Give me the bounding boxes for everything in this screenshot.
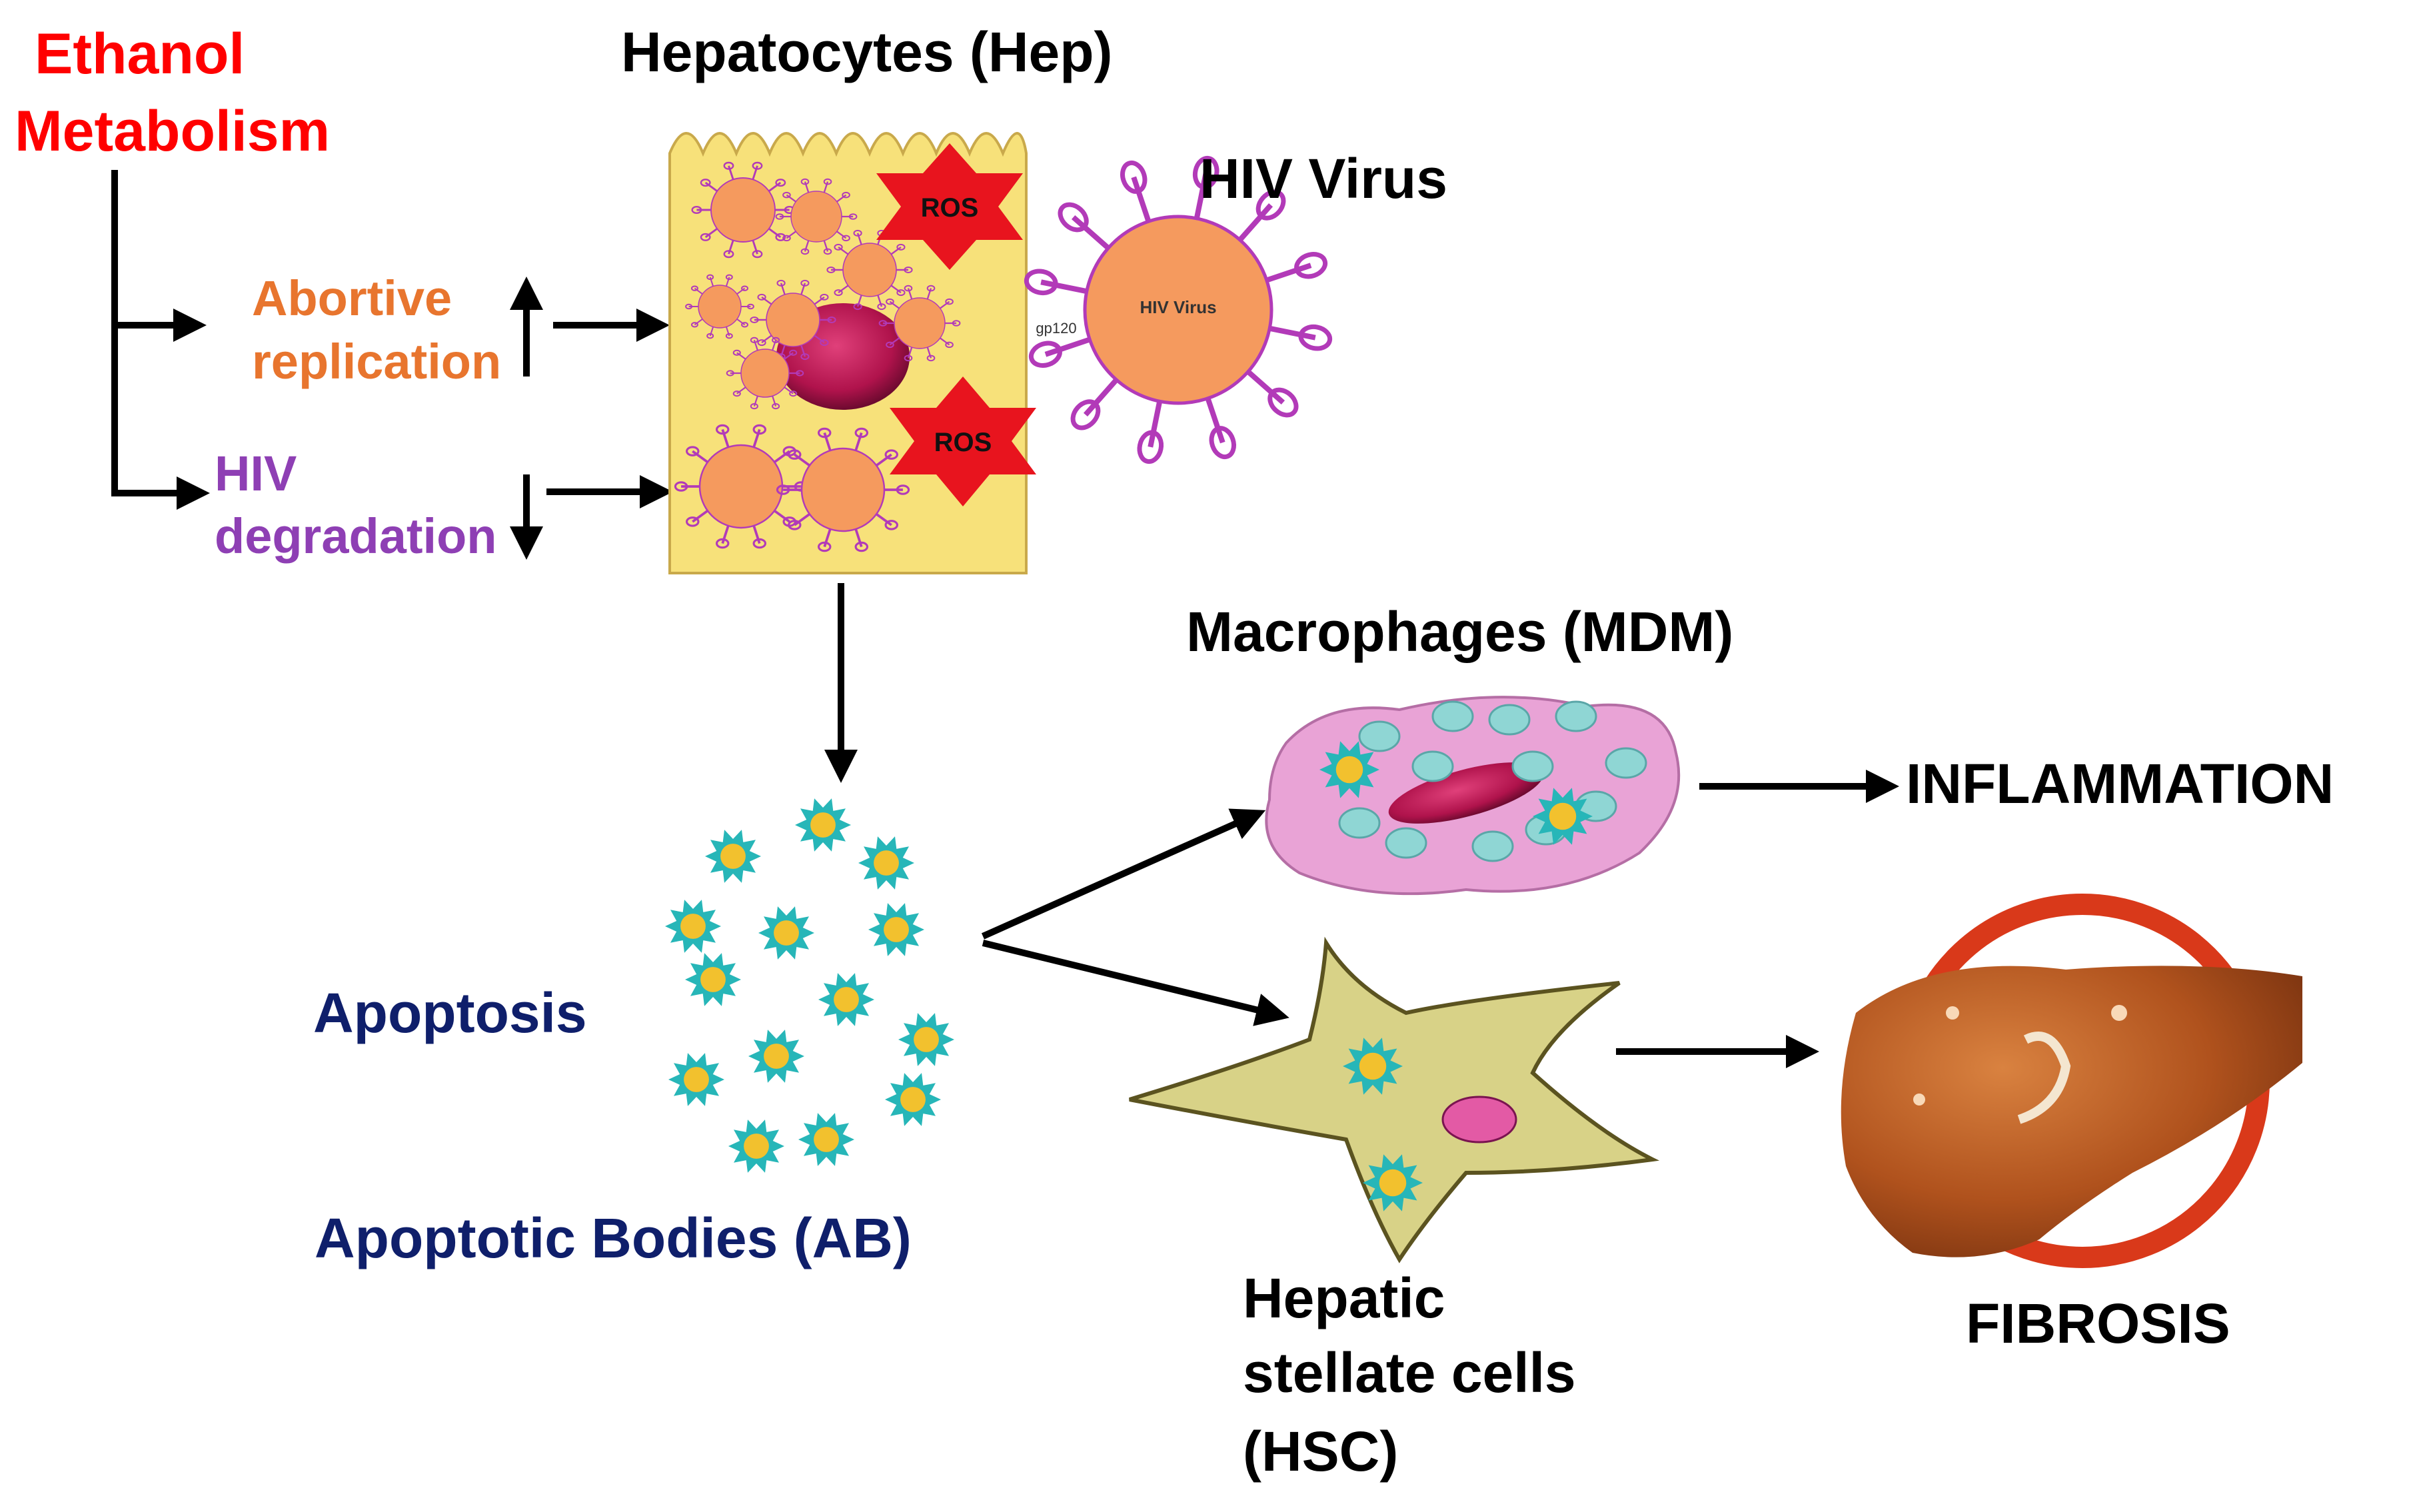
macrophage-vacuole-3 — [1488, 704, 1531, 736]
small-virus-7 — [726, 337, 804, 410]
small-virus-2 — [775, 178, 858, 255]
apoptotic-bodies-label: Apoptotic Bodies (AB) — [315, 1207, 912, 1269]
macrophage-vacuole-4 — [1555, 700, 1597, 732]
gp120-label: gp120 — [1036, 320, 1076, 337]
apoptotic-bodies-group — [665, 798, 954, 1173]
hsc-label-line3: (HSC) — [1243, 1420, 1399, 1483]
apoptotic-body-3 — [858, 836, 914, 890]
apoptotic-body-1 — [795, 798, 851, 852]
macrophage-vacuole-8 — [1471, 830, 1514, 862]
ros-label-1: ROS — [921, 193, 979, 223]
macrophage-vacuole-7 — [1385, 827, 1427, 859]
stellate-engulfed-body-2 — [1363, 1154, 1423, 1211]
small-virus-8 — [674, 424, 808, 549]
ros-label-2: ROS — [934, 428, 992, 457]
stellate-cell — [1129, 936, 1660, 1263]
apoptotic-body-14 — [728, 1120, 784, 1173]
macrophage-vacuole-1 — [1358, 720, 1401, 752]
apoptotic-body-11 — [668, 1053, 724, 1106]
ros-star-1: ROS — [876, 143, 1023, 270]
macrophage-vacuole-6 — [1338, 807, 1381, 839]
arrow-ab-to-stellate — [982, 940, 1289, 1026]
hsc-label-line2: stellate cells — [1243, 1341, 1576, 1404]
ethanol-bracket — [111, 170, 210, 510]
small-virus-1 — [691, 161, 795, 259]
hiv-virus-inner-label: HIV Virus — [1140, 297, 1216, 317]
macrophage-cell — [1265, 696, 1681, 896]
hsc-label-line1: Hepatic — [1243, 1267, 1445, 1329]
small-virus-9 — [776, 427, 910, 552]
hiv-virus-large: HIV Virus gp120 — [1024, 155, 1333, 464]
inflammation-label: INFLAMMATION — [1906, 752, 2334, 815]
ethanol-metabolism-label-line1: Ethanol — [35, 22, 245, 86]
apoptotic-body-4 — [665, 900, 721, 953]
apoptotic-body-10 — [748, 1030, 804, 1083]
macrophage-engulfed-body-1 — [1319, 741, 1379, 798]
apoptotic-body-9 — [898, 1013, 954, 1066]
abortive-replication-label-line2: replication — [252, 334, 502, 389]
fibrotic-liver-icon — [1841, 894, 2302, 1268]
abortive-replication-label-line1: Abortive — [252, 271, 452, 326]
small-virus-5 — [750, 279, 836, 361]
apoptotic-body-7 — [685, 953, 741, 1006]
apoptotic-body-5 — [758, 906, 814, 960]
stellate-engulfed-body-1 — [1343, 1038, 1403, 1095]
macrophage-vacuole-12 — [1511, 750, 1554, 782]
apoptotic-body-8 — [818, 973, 874, 1026]
small-virus-4 — [685, 274, 754, 339]
apoptosis-label: Apoptosis — [313, 982, 587, 1044]
hiv-degradation-label-line2: degradation — [215, 508, 497, 564]
hepatocytes-title: Hepatocytes (Hep) — [621, 21, 1113, 83]
virus-particles-group — [674, 161, 961, 552]
ros-star-2: ROS — [890, 377, 1036, 506]
macrophage-vacuole-2 — [1431, 700, 1474, 732]
hiv-virus-title: HIV Virus — [1200, 147, 1447, 210]
apoptotic-body-2 — [705, 830, 761, 883]
apoptotic-body-6 — [868, 903, 924, 956]
apoptotic-body-13 — [798, 1113, 854, 1166]
arrow-ab-to-macrophages — [981, 808, 1266, 940]
macrophages-title: Macrophages (MDM) — [1186, 600, 1734, 663]
ethanol-metabolism-label-line2: Metabolism — [15, 99, 331, 163]
apoptotic-body-12 — [885, 1073, 941, 1126]
macrophage-engulfed-body-2 — [1533, 788, 1593, 845]
macrophage-vacuole-11 — [1411, 750, 1454, 782]
macrophage-vacuole-5 — [1605, 747, 1647, 779]
small-virus-6 — [878, 285, 961, 362]
hiv-degradation-label-line1: HIV — [215, 446, 297, 501]
fibrosis-label: FIBROSIS — [1966, 1292, 2230, 1355]
